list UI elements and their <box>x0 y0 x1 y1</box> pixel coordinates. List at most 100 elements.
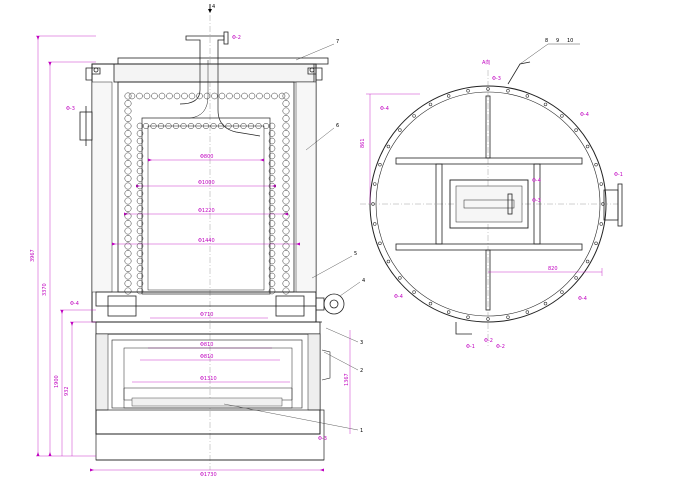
coil-tube <box>165 122 172 130</box>
bolt-hole <box>599 222 603 226</box>
coil-tube <box>268 272 276 280</box>
plan-bolt-holes <box>371 87 605 321</box>
coil-tube <box>157 122 165 130</box>
coil-tube <box>173 92 181 100</box>
coil-tube <box>268 152 276 160</box>
coil-tube <box>268 197 276 205</box>
coil-tube <box>268 227 276 235</box>
coil-tube <box>241 92 248 100</box>
coil-tube <box>282 122 290 130</box>
coil-tube <box>247 122 255 130</box>
bolt-hole <box>446 94 451 98</box>
bolt-hole <box>398 128 402 132</box>
coil-tube <box>158 92 166 100</box>
coil-tube <box>136 220 144 227</box>
bolt-hole <box>466 89 470 93</box>
coil-tube <box>124 250 132 257</box>
plan-view <box>360 43 623 346</box>
coil-tube <box>240 122 247 130</box>
coil-tube <box>124 92 132 100</box>
coil-tube <box>136 227 144 235</box>
coil-tube <box>124 287 132 295</box>
coil-tube <box>196 92 203 100</box>
coil-tube <box>124 137 132 145</box>
coil-tube <box>124 100 132 107</box>
coil-tube <box>225 122 232 130</box>
coil-tube <box>136 257 144 265</box>
dia-label-1: Φ800 <box>200 154 213 160</box>
coil-tube <box>136 152 144 160</box>
coil-tube <box>263 92 271 100</box>
coil-tube <box>124 130 132 137</box>
coil-tube <box>256 92 263 100</box>
height-dim-2: 3370 <box>42 283 48 296</box>
dia-label-4: Φ1440 <box>198 238 215 244</box>
dia-label-8: Φ1310 <box>200 376 217 382</box>
coil-tube <box>282 175 290 182</box>
coil-tube <box>124 182 132 190</box>
top-arrow-label: 4 <box>212 4 215 10</box>
coil-tube <box>282 227 290 235</box>
bolt-hole <box>543 301 548 306</box>
height-dim-4: 932 <box>64 386 70 396</box>
coil-tube <box>136 272 144 280</box>
coil-tube <box>232 122 240 130</box>
coil-tube <box>136 137 144 145</box>
coil-tube <box>187 122 195 130</box>
callout-6: 6 <box>336 123 339 129</box>
bolt-hole <box>560 114 564 118</box>
coil-tube <box>282 160 290 167</box>
coil-tube <box>282 242 290 250</box>
coil-tube <box>282 182 290 190</box>
coil-tube <box>282 287 290 295</box>
callout-1: 1 <box>360 428 363 434</box>
coil-tube <box>268 235 276 242</box>
bolt-hole <box>506 89 510 93</box>
coil-tube <box>268 280 276 287</box>
bolt-hole <box>466 315 470 319</box>
coil-tube <box>128 92 136 100</box>
heating-coils <box>124 92 290 295</box>
coil-tube <box>268 182 276 190</box>
nozzle-bottom-left-label: Φ-4 <box>70 301 79 307</box>
plan-label-4: Φ-4 <box>394 294 403 300</box>
coil-tube <box>282 107 290 115</box>
coil-tube <box>282 145 290 152</box>
coil-tube <box>268 250 276 257</box>
coil-tube <box>255 122 262 130</box>
bolt-hole <box>486 317 490 321</box>
coil-tube <box>268 167 276 175</box>
bolt-hole <box>378 241 382 246</box>
bolt-hole <box>386 144 391 149</box>
coil-tube <box>136 190 144 197</box>
coil-tube <box>226 92 233 100</box>
callout-10: 10 <box>567 38 573 44</box>
coil-tube <box>136 280 144 287</box>
coil-tube <box>124 235 132 242</box>
callout-4: 4 <box>362 278 365 284</box>
bolt-hole <box>574 276 578 280</box>
bolt-hole <box>543 102 548 107</box>
bolt-hole <box>412 290 416 294</box>
coil-tube <box>282 220 290 227</box>
coil-tube <box>124 272 132 280</box>
coil-tube <box>136 182 144 190</box>
bolt-hole <box>486 87 490 91</box>
coil-tube <box>195 122 202 130</box>
coil-tube <box>282 130 290 137</box>
coil-tube <box>282 92 290 100</box>
plan-dim-vertical: 861 <box>360 138 366 148</box>
coil-tube <box>142 122 150 130</box>
bolt-hole <box>599 182 603 186</box>
coil-tube <box>282 197 290 205</box>
bolt-hole <box>525 310 530 314</box>
coil-tube <box>268 175 276 182</box>
coil-tube <box>124 115 132 122</box>
plan-label-11: Φ-2 <box>496 344 505 350</box>
nozzle-top-label: Φ-2 <box>232 35 241 41</box>
dia-label-7: Φ810 <box>200 354 213 360</box>
callout-7: 7 <box>336 39 339 45</box>
coil-tube <box>124 280 132 287</box>
plan-label-6: Φ-4 <box>532 178 541 184</box>
coil-tube <box>218 92 226 100</box>
